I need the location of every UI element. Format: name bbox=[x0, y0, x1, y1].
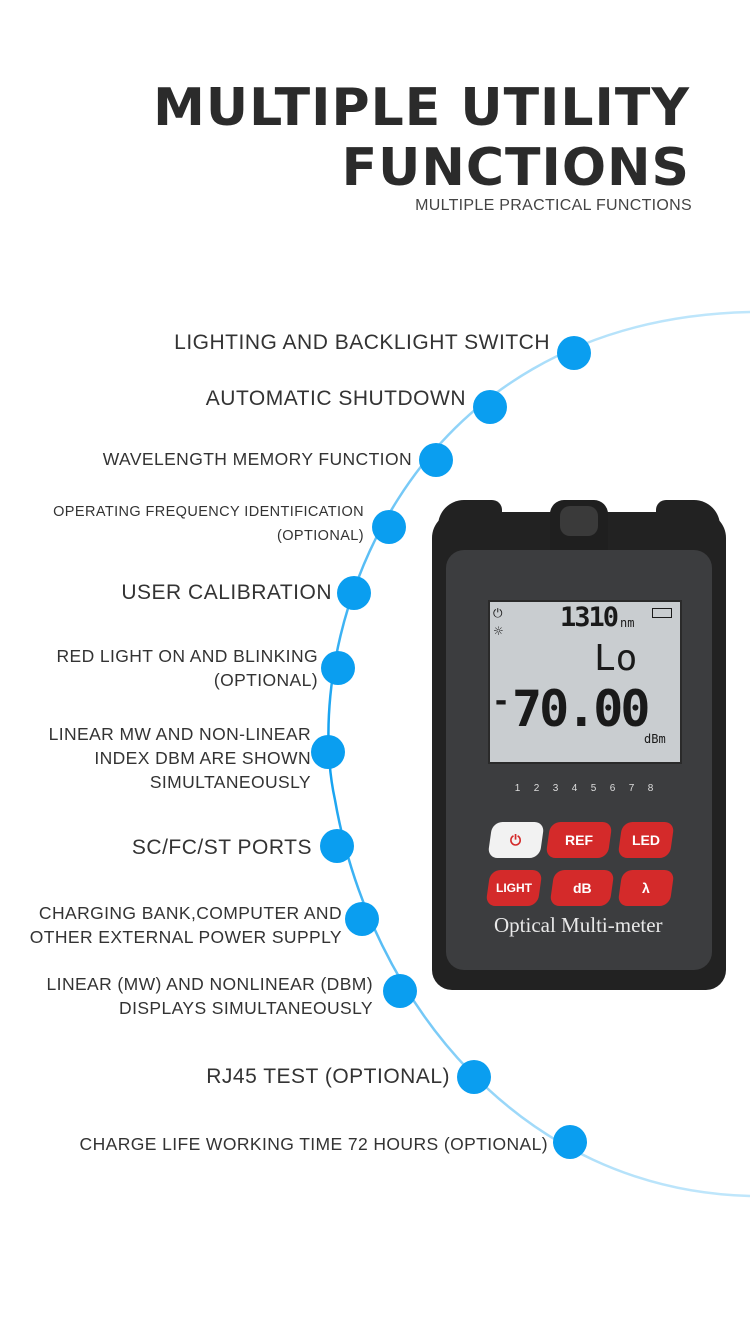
feature-label-line: LIGHTING AND BACKLIGHT SWITCH bbox=[174, 331, 550, 354]
feature-bullet-dot bbox=[419, 443, 453, 477]
led-number: 5 bbox=[590, 783, 597, 794]
feature-item: CHARGE LIFE WORKING TIME 72 HOURS (OPTIO… bbox=[80, 1132, 548, 1156]
feature-bullet-dot bbox=[473, 390, 507, 424]
device-screen: ⏻ ☼ 1310 nm Lo - 70.00 dBm bbox=[488, 600, 682, 764]
power-icon: ⏻ bbox=[510, 832, 522, 848]
feature-bullet-dot bbox=[557, 336, 591, 370]
screen-unit-dbm: dBm bbox=[644, 732, 666, 746]
led-number: 4 bbox=[571, 783, 578, 794]
feature-label-line: OPERATING FREQUENCY IDENTIFICATION bbox=[53, 504, 364, 520]
battery-icon bbox=[652, 608, 672, 618]
led-number: 6 bbox=[609, 783, 616, 794]
feature-label-line: DISPLAYS SIMULTANEOUSLY bbox=[119, 998, 373, 1018]
feature-item: LINEAR (MW) AND NONLINEAR (DBM) DISPLAYS … bbox=[47, 972, 373, 1020]
optical-multimeter-device: ⏻ ☼ 1310 nm Lo - 70.00 dBm 1 2 3 4 5 6 7 8 ⏻ RE… bbox=[432, 500, 726, 990]
led-indicator-row: 1 2 3 4 5 6 7 8 bbox=[508, 783, 660, 794]
light-button-label: LIGHT bbox=[496, 881, 532, 895]
feature-item: USER CALIBRATION bbox=[121, 581, 332, 605]
feature-item: AUTOMATIC SHUTDOWN bbox=[206, 387, 466, 411]
lambda-button-label: λ bbox=[642, 880, 650, 896]
led-number: 3 bbox=[552, 783, 559, 794]
feature-label-line: SIMULTANEOUSLY bbox=[149, 772, 311, 792]
screen-value: 70.00 bbox=[512, 680, 651, 738]
feature-item: SC/FC/ST PORTS bbox=[132, 836, 312, 860]
device-brand-label: Optical Multi-meter bbox=[494, 913, 663, 937]
led-button-label: LED bbox=[632, 832, 660, 848]
page-title-line-1: MULTIPLE UTILITY bbox=[153, 78, 690, 138]
ref-button[interactable]: REF bbox=[545, 822, 613, 858]
db-button[interactable]: dB bbox=[549, 870, 615, 906]
page-subtitle: MULTIPLE PRACTICAL FUNCTIONS bbox=[415, 197, 692, 214]
feature-label-line: LINEAR MW AND NON-LINEAR bbox=[48, 724, 311, 744]
backlight-indicator-icon: ☼ bbox=[493, 624, 504, 638]
feature-bullet-dot bbox=[345, 902, 379, 936]
feature-bullet-dot bbox=[457, 1060, 491, 1094]
feature-bullet-dot bbox=[311, 735, 345, 769]
feature-item: RJ45 TEST (OPTIONAL) bbox=[206, 1065, 450, 1089]
led-number: 8 bbox=[647, 783, 654, 794]
led-button[interactable]: LED bbox=[617, 822, 675, 858]
led-number: 1 bbox=[514, 783, 521, 794]
led-number: 7 bbox=[628, 783, 635, 794]
feature-item: CHARGING BANK,COMPUTER AND OTHER EXTERNAL… bbox=[30, 901, 342, 949]
feature-bullet-dot bbox=[337, 576, 371, 610]
feature-label-line: CHARGE LIFE WORKING TIME 72 HOURS (OPTIO… bbox=[79, 1134, 548, 1154]
led-number: 2 bbox=[533, 783, 540, 794]
screen-wavelength: 1310 bbox=[560, 602, 619, 633]
lambda-button[interactable]: λ bbox=[617, 870, 675, 906]
device-port-cap bbox=[560, 506, 598, 536]
power-indicator-icon: ⏻ bbox=[493, 606, 503, 620]
screen-sign: - bbox=[492, 684, 511, 719]
feature-bullet-dot bbox=[383, 974, 417, 1008]
ref-button-label: REF bbox=[565, 832, 593, 848]
feature-label-line: LINEAR (MW) AND NONLINEAR (DBM) bbox=[46, 974, 373, 994]
feature-bullet-dot bbox=[372, 510, 406, 544]
feature-item: WAVELENGTH MEMORY FUNCTION bbox=[103, 447, 412, 471]
screen-mode: Lo bbox=[594, 638, 638, 679]
feature-bullet-dot bbox=[321, 651, 355, 685]
db-button-label: dB bbox=[572, 880, 592, 896]
power-button[interactable]: ⏻ bbox=[487, 822, 545, 858]
feature-label-line: (OPTIONAL) bbox=[277, 528, 364, 544]
feature-label-line: CHARGING BANK,COMPUTER AND bbox=[38, 903, 342, 923]
light-button[interactable]: LIGHT bbox=[485, 870, 543, 906]
feature-item: LINEAR MW AND NON-LINEAR INDEX DBM ARE SH… bbox=[49, 722, 311, 794]
feature-bullet-dot bbox=[320, 829, 354, 863]
feature-item: LIGHTING AND BACKLIGHT SWITCH bbox=[174, 331, 550, 355]
feature-label-line: WAVELENGTH MEMORY FUNCTION bbox=[102, 449, 412, 469]
feature-label-line: AUTOMATIC SHUTDOWN bbox=[205, 387, 466, 410]
screen-unit-nm: nm bbox=[620, 616, 635, 630]
feature-item: OPERATING FREQUENCY IDENTIFICATION (OPTIO… bbox=[53, 500, 364, 548]
feature-label-line: RED LIGHT ON AND BLINKING bbox=[56, 646, 318, 666]
feature-item: RED LIGHT ON AND BLINKING (OPTIONAL) bbox=[56, 644, 318, 692]
page-title-line-2: FUNCTIONS bbox=[341, 138, 690, 198]
feature-label-line: INDEX DBM ARE SHOWN bbox=[94, 748, 311, 768]
feature-label-line: RJ45 TEST (OPTIONAL) bbox=[206, 1065, 450, 1088]
feature-label-line: USER CALIBRATION bbox=[121, 581, 332, 604]
feature-label-line: OTHER EXTERNAL POWER SUPPLY bbox=[29, 927, 342, 947]
feature-bullet-dot bbox=[553, 1125, 587, 1159]
feature-label-line: SC/FC/ST PORTS bbox=[131, 836, 312, 859]
feature-label-line: (OPTIONAL) bbox=[213, 670, 318, 690]
